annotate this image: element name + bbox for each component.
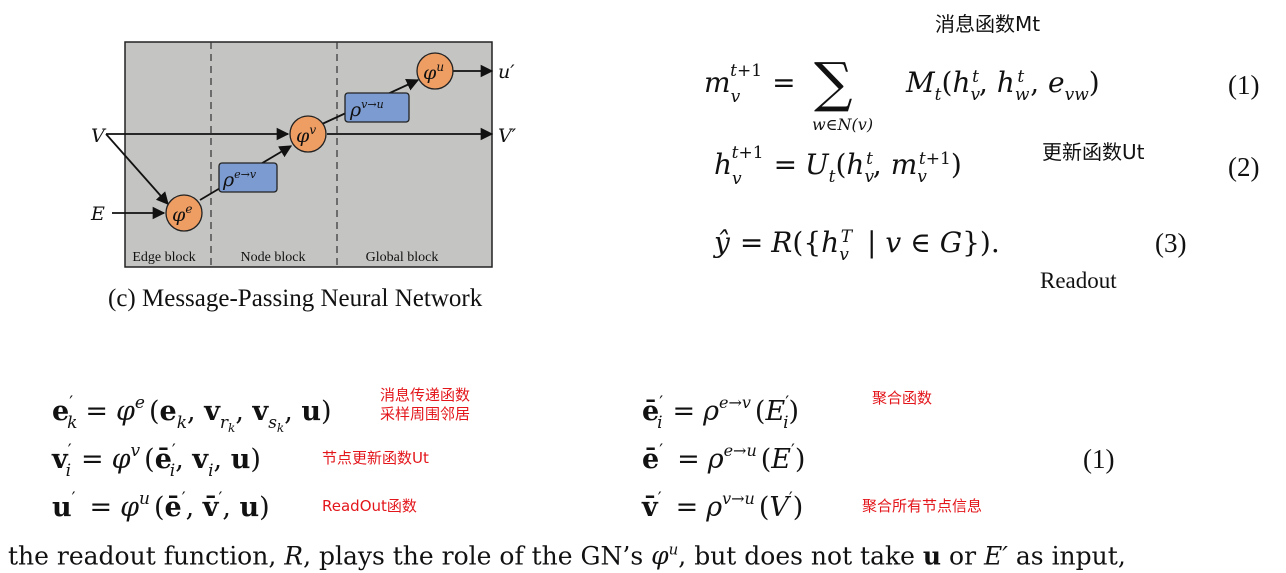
footer-part5: as input,	[1007, 541, 1126, 571]
footer-sentence: the readout function, R, plays the role …	[8, 533, 1126, 573]
mpnn-equation-3: ŷ=R({hvT | v ∈ G}).	[712, 226, 1000, 265]
gn-update-equations: e′k=φe(ek, vrk, vsk, u) v′i=φv(ē′i, vi, …	[51, 393, 332, 523]
svg-text:w∈N(v): w∈N(v)	[812, 115, 873, 134]
output-u-label: u′	[498, 61, 515, 83]
diagram-caption: (c) Message-Passing Neural Network	[108, 285, 483, 312]
footer-symbol-u: u	[922, 541, 942, 571]
input-e-label: E	[90, 203, 105, 225]
block-label-global: Global block	[366, 250, 439, 265]
footer-part3: , but does not take	[678, 541, 923, 571]
message-fn-annotation: 消息函数Mt	[935, 12, 1041, 36]
phi-v-node	[289, 115, 327, 153]
svg-text:ŷ=R({hvT | v ∈ G}).: ŷ=R({hvT | v ∈ G}).	[712, 226, 1000, 265]
rho-e-to-v-box	[218, 162, 278, 193]
output-v-label: V′	[498, 125, 517, 147]
phi-e-node	[165, 194, 203, 232]
footer-part4: or	[941, 541, 984, 571]
input-v-label: V	[91, 125, 107, 147]
block-label-edge: Edge block	[132, 250, 195, 265]
node-update-annotation: 节点更新函数Ut	[322, 449, 429, 467]
phi-u-node	[416, 52, 454, 90]
aggregate-annotation: 聚合函数	[872, 389, 933, 407]
mpnn-equation-2: hvt+1=Ut(hvt, mvt+1)	[714, 143, 962, 189]
arrow-v-to-phi-e	[105, 133, 169, 205]
svg-text:v′i=φv(ē′i, vi, u): v′i=φv(ē′i, vi, u)	[51, 441, 261, 481]
footer-symbol-phi-u: φu	[651, 541, 679, 571]
msg-pass-annotation-line1: 消息传递函数	[380, 386, 471, 404]
svg-text:e′k=φe(ek, vrk, vsk, u): e′k=φe(ek, vrk, vsk, u)	[52, 393, 332, 435]
readout-fn-annotation: ReadOut函数	[322, 497, 417, 515]
svg-text:∑: ∑	[814, 51, 853, 114]
footer-symbol-r: R	[284, 541, 304, 571]
footer-symbol-e-prime: E′	[984, 541, 1008, 571]
aggregate-all-annotation: 聚合所有节点信息	[862, 497, 983, 515]
svg-text:ē′i=ρe→v(E′i): ē′i=ρe→v(E′i)	[642, 393, 799, 433]
block-label-node: Node block	[241, 250, 306, 265]
mpnn-diagram: φe φv φu ρe→v ρv→u V E V′ u′ Edge block …	[90, 41, 517, 312]
footer-part1: the readout function,	[8, 541, 285, 571]
gn-eq-number: (1)	[1083, 444, 1115, 474]
svg-text:hvt+1=Ut(hvt, mvt+1): hvt+1=Ut(hvt, mvt+1)	[714, 143, 962, 189]
svg-text:mvt+1=: mvt+1=	[704, 61, 796, 107]
svg-text:Mt(hvt, hwt, evw): Mt(hvt, hwt, evw)	[905, 66, 1100, 105]
svg-text:ē′=ρe→u(E′): ē′=ρe→u(E′)	[642, 441, 805, 475]
msg-pass-annotation-line2: 采样周围邻居	[380, 405, 471, 423]
readout-annotation: Readout	[1040, 268, 1117, 293]
svg-text:u′=φu(ē′, v̄′, u): u′=φu(ē′, v̄′, u)	[52, 489, 270, 523]
svg-text:v̄′=ρv→u(V′): v̄′=ρv→u(V′)	[641, 489, 803, 523]
mpnn-eq2-number: (2)	[1228, 152, 1260, 182]
footer-part2: , plays the role of the GN’s	[303, 541, 652, 571]
update-fn-annotation: 更新函数Ut	[1042, 140, 1145, 164]
rho-v-to-u-box	[344, 92, 410, 123]
mpnn-equation-1: mvt+1= ∑ w∈N(v) Mt(hvt, hwt, evw)	[704, 51, 1100, 134]
mpnn-eq1-number: (1)	[1228, 70, 1260, 100]
gn-aggregation-equations: ē′i=ρe→v(E′i) ē′=ρe→u(E′) v̄′=ρv→u(V′)	[641, 393, 805, 523]
mpnn-eq3-number: (3)	[1155, 228, 1187, 258]
